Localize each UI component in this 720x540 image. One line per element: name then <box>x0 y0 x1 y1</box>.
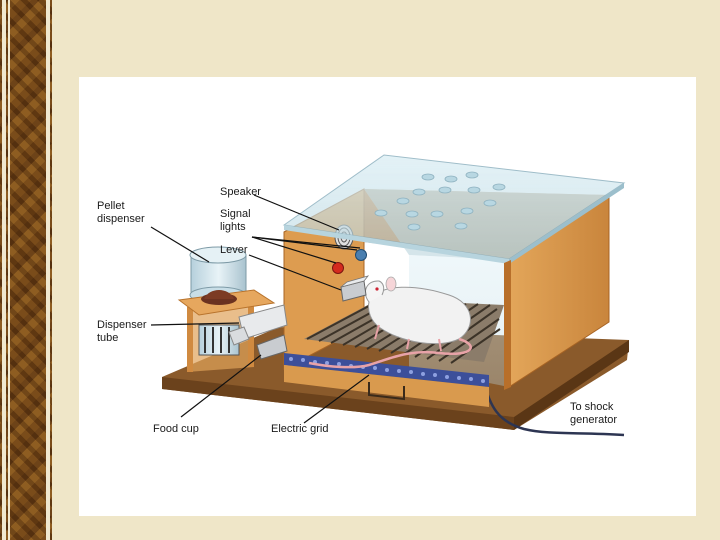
label-signal-lights-line1: Signal <box>220 208 251 220</box>
skinner-box-illustration <box>150 154 629 437</box>
rat <box>308 276 472 369</box>
label-shock-generator-line1: To shock <box>570 401 614 413</box>
label-food-cup: Food cup <box>153 423 199 435</box>
label-signal-lights-line2: lights <box>220 221 246 233</box>
signal-light-red <box>332 262 344 274</box>
label-signal-lights: Signal lights <box>220 208 251 234</box>
label-dispenser-tube: Dispenser tube <box>97 319 147 345</box>
label-lever: Lever <box>220 244 248 256</box>
decorative-border <box>0 0 52 540</box>
signal-light-blue <box>355 249 367 261</box>
diagram-panel: Speaker Signal lights Lever Pellet dispe… <box>79 77 696 516</box>
label-shock-generator-line2: generator <box>570 414 618 426</box>
label-dispenser-tube-line1: Dispenser <box>97 319 147 331</box>
dispenser-tube <box>228 304 288 346</box>
shock-cable <box>481 376 625 437</box>
label-speaker: Speaker <box>220 186 261 198</box>
label-pellet-dispenser: Pellet dispenser <box>97 200 145 226</box>
label-electric-grid: Electric grid <box>271 423 329 435</box>
label-shock-generator: To shock generator <box>570 401 617 427</box>
label-pellet-dispenser-line2: dispenser <box>97 213 145 225</box>
leader-lines <box>150 194 370 424</box>
food-cup <box>256 334 288 360</box>
label-dispenser-tube-line2: tube <box>97 332 119 344</box>
lever <box>340 275 370 302</box>
label-pellet-dispenser-line1: Pellet <box>97 200 125 212</box>
glass-lid <box>282 154 626 264</box>
